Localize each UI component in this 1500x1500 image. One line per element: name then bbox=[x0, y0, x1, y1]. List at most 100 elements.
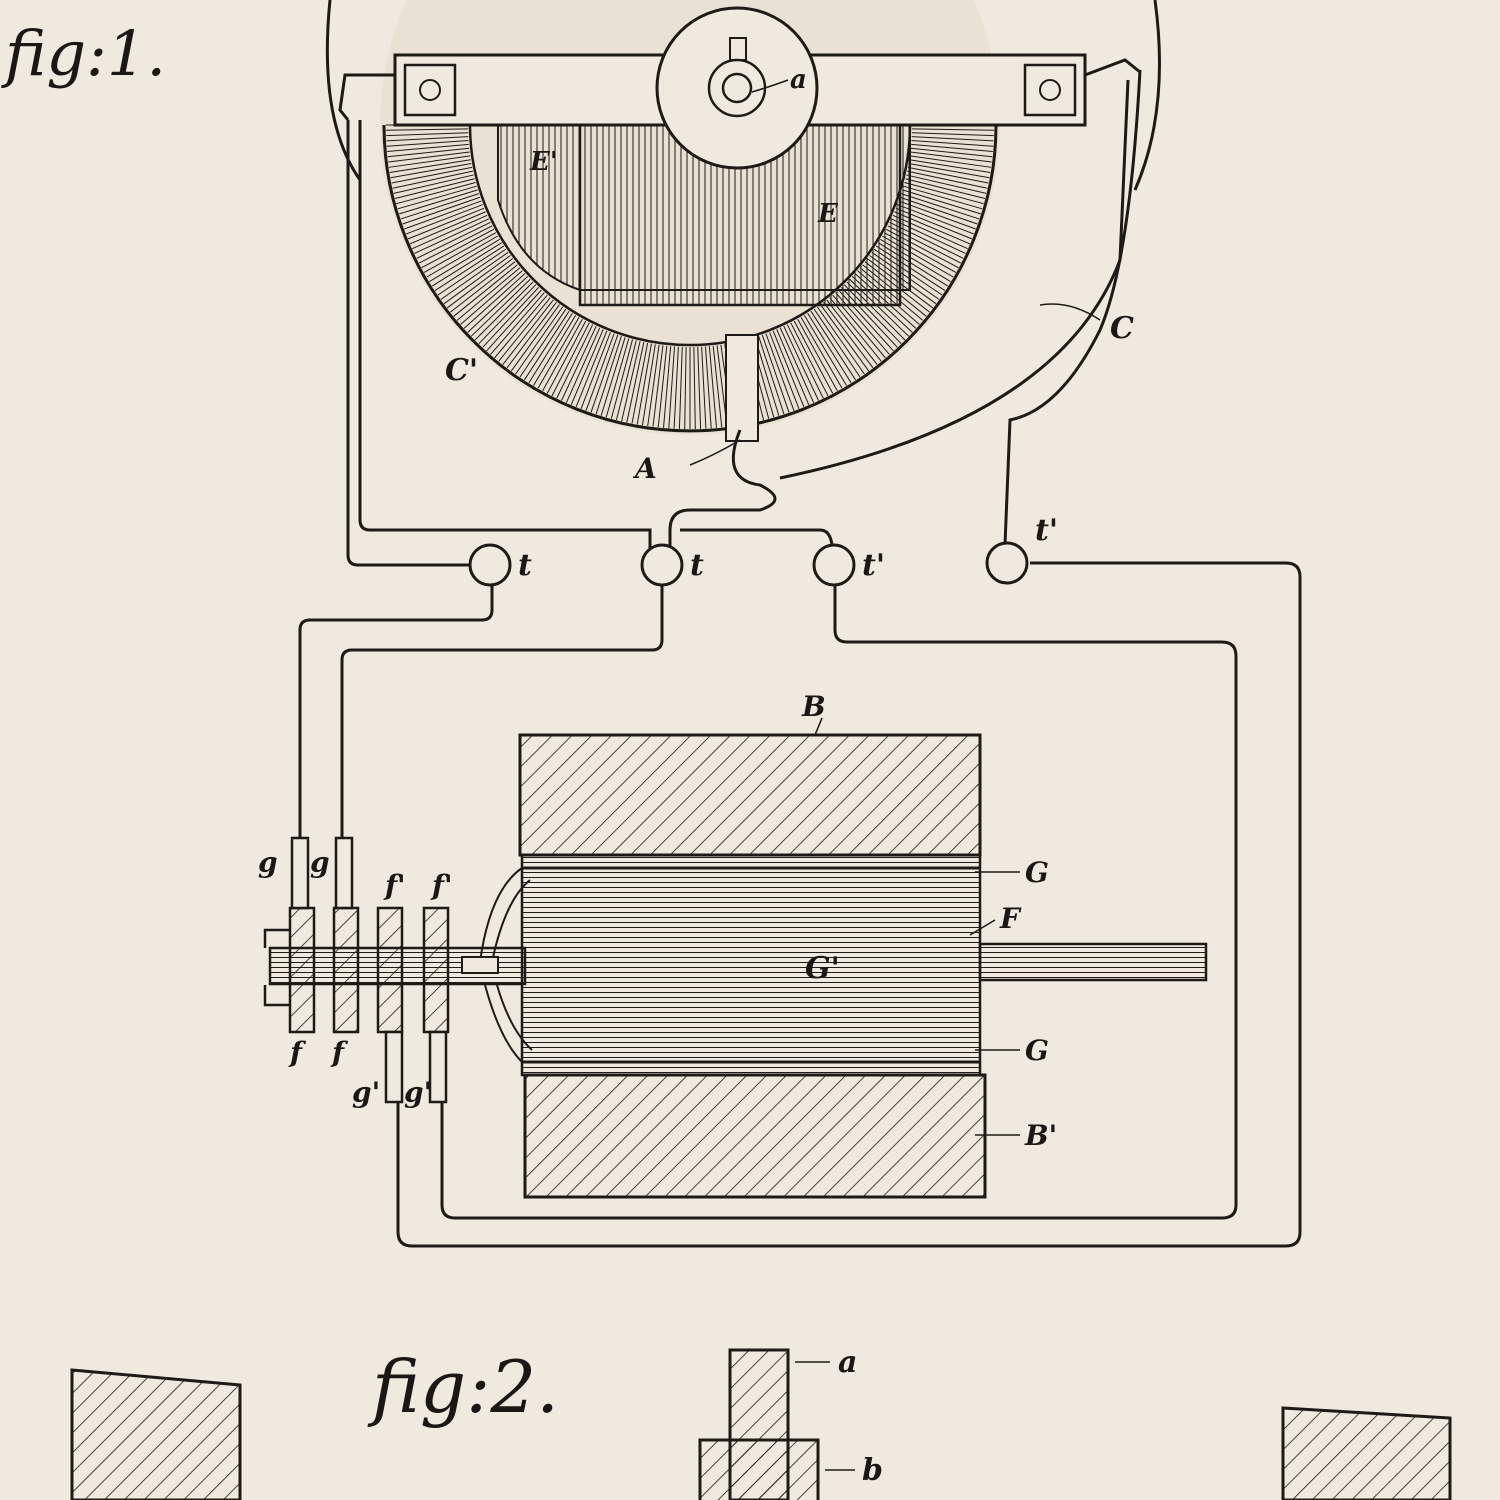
label-f-prime-1: f' bbox=[383, 869, 406, 902]
winding-line bbox=[510, 304, 560, 372]
winding-line bbox=[450, 261, 516, 313]
winding-line bbox=[565, 327, 601, 403]
winding-line bbox=[783, 325, 819, 401]
label-a: a bbox=[790, 65, 807, 95]
winding-line bbox=[391, 166, 473, 184]
fig2-caption: fig:2. bbox=[367, 1345, 559, 1429]
winding-line bbox=[474, 281, 534, 341]
winding-line bbox=[456, 267, 521, 321]
label-f-2: f bbox=[330, 1036, 349, 1069]
label-g-1: g bbox=[258, 846, 278, 879]
winding-line bbox=[911, 136, 994, 142]
label-G-prime: G' bbox=[805, 951, 840, 986]
winding-line bbox=[551, 322, 590, 397]
winding-line bbox=[528, 313, 573, 384]
winding-line bbox=[600, 337, 626, 416]
label-g-2: g bbox=[310, 846, 330, 879]
label-B-prime: B' bbox=[1024, 1119, 1057, 1152]
winding-line bbox=[823, 301, 874, 369]
winding-line bbox=[386, 139, 469, 147]
winding-line bbox=[910, 151, 992, 163]
winding-line bbox=[394, 178, 475, 200]
winding-line bbox=[693, 346, 696, 429]
winding-line bbox=[678, 346, 683, 429]
winding-line bbox=[911, 128, 994, 131]
winding-line bbox=[906, 174, 987, 194]
winding-line bbox=[776, 329, 810, 406]
armature-block bbox=[263, 733, 1208, 1199]
label-A: A bbox=[632, 452, 657, 485]
label-F-rotor: F bbox=[999, 902, 1022, 935]
winding-line bbox=[386, 136, 469, 142]
winding-line bbox=[810, 310, 856, 381]
label-G-bottom: G bbox=[1025, 1034, 1049, 1067]
label-E-prime: E' bbox=[529, 147, 558, 177]
winding-line bbox=[386, 128, 469, 131]
winding-line bbox=[615, 340, 637, 421]
winding-line bbox=[431, 242, 502, 287]
winding-line bbox=[911, 139, 994, 147]
winding-line bbox=[387, 143, 469, 152]
winding-line bbox=[636, 343, 652, 425]
winding-line bbox=[909, 155, 992, 168]
winding-line bbox=[409, 211, 486, 245]
winding-line bbox=[647, 344, 660, 427]
winding-line bbox=[626, 342, 645, 423]
winding-line bbox=[418, 225, 493, 264]
winding-line bbox=[498, 297, 551, 362]
winding-line bbox=[684, 346, 687, 429]
winding-line bbox=[416, 221, 491, 259]
winding-line bbox=[708, 346, 717, 428]
label-t-mid: t bbox=[690, 548, 704, 583]
winding-line bbox=[663, 346, 672, 428]
winding-line bbox=[816, 306, 865, 375]
winding-line bbox=[761, 334, 790, 413]
winding-line bbox=[470, 278, 531, 337]
winding-line bbox=[423, 232, 497, 273]
winding-line bbox=[426, 235, 498, 278]
terminals bbox=[468, 541, 1029, 587]
label-g-prime-2: g' bbox=[404, 1076, 432, 1109]
winding-line bbox=[907, 170, 988, 189]
winding-line bbox=[697, 346, 702, 429]
winding-line bbox=[542, 318, 583, 392]
label-f-prime-2: f' bbox=[430, 869, 453, 902]
winding-line bbox=[898, 200, 976, 230]
winding-line bbox=[546, 320, 587, 394]
winding-line bbox=[829, 297, 882, 362]
winding-line bbox=[434, 245, 505, 291]
winding-line bbox=[393, 174, 474, 194]
winding-line bbox=[800, 317, 843, 389]
winding-line bbox=[389, 159, 471, 174]
winding-line bbox=[704, 346, 712, 429]
winding-line bbox=[494, 294, 548, 359]
winding-line bbox=[820, 304, 870, 372]
winding-line bbox=[610, 339, 634, 419]
winding-line bbox=[429, 238, 500, 283]
winding-line bbox=[556, 324, 594, 399]
winding-line bbox=[779, 327, 815, 403]
fig1-caption: fig:1. bbox=[1, 17, 166, 90]
winding-line bbox=[758, 335, 785, 415]
winding-line bbox=[399, 189, 478, 215]
winding-line bbox=[524, 310, 570, 381]
winding-line bbox=[585, 333, 615, 411]
winding-line bbox=[443, 255, 511, 305]
winding-line bbox=[446, 258, 514, 309]
winding-line bbox=[460, 270, 523, 325]
label-B: B bbox=[801, 690, 826, 723]
winding-line bbox=[668, 346, 676, 429]
winding-line bbox=[537, 317, 580, 389]
winding-line bbox=[437, 248, 507, 296]
winding-line bbox=[657, 345, 668, 428]
winding-line bbox=[641, 344, 656, 426]
winding-line bbox=[701, 346, 707, 429]
winding-line bbox=[387, 147, 470, 158]
winding-line bbox=[486, 289, 542, 352]
circuit-wires bbox=[298, 69, 1302, 1248]
winding-line bbox=[911, 143, 993, 152]
winding-line bbox=[388, 151, 470, 163]
winding-line bbox=[904, 181, 984, 205]
winding-line bbox=[412, 214, 488, 250]
winding-line bbox=[519, 308, 567, 378]
